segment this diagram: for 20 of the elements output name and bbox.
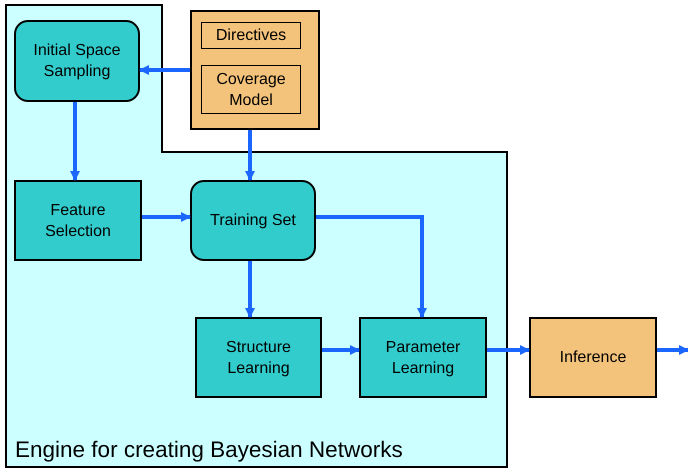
input-box: Inference [529,317,657,398]
engine-region [5,4,508,468]
process-box: Parameter Learning [359,317,487,398]
group-box [190,10,320,130]
arrow [142,212,191,222]
arrow [245,130,255,181]
process-box: Feature Selection [14,180,142,261]
sub-box: Coverage Model [201,65,301,114]
arrow [245,261,255,318]
process-box: Structure Learning [195,317,322,398]
arrow [316,215,427,318]
arrow [322,345,360,355]
arrow [487,345,530,355]
process-box: Initial Space Sampling [14,20,140,102]
arrow [70,102,80,181]
arrow [139,65,190,75]
arrow [657,345,688,355]
region-title: Engine for creating Bayesian Networks [15,436,403,464]
process-box: Training Set [190,180,316,261]
sub-box: Directives [201,22,301,49]
